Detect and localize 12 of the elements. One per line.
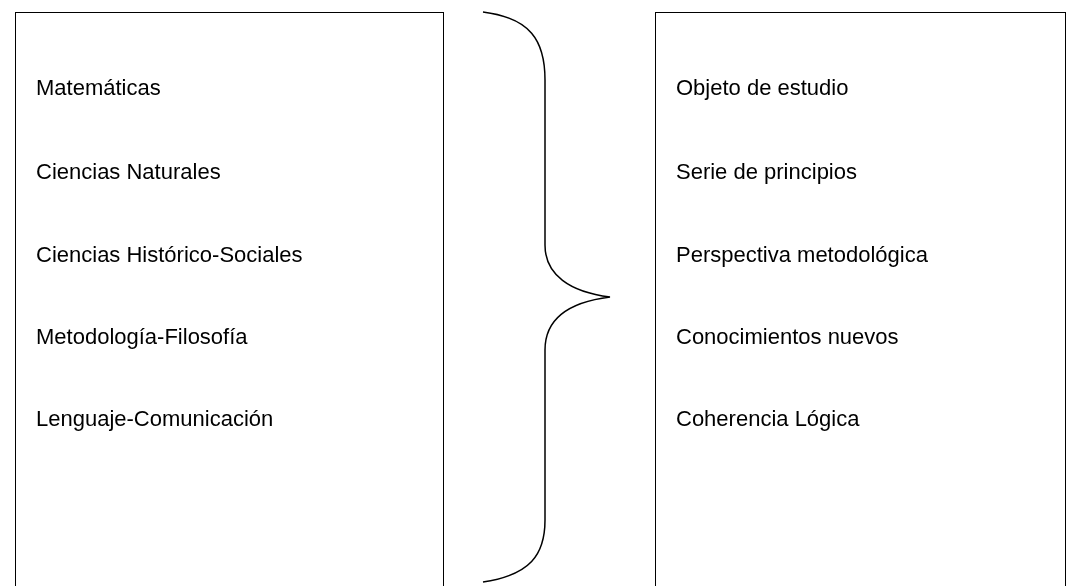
list-box [15,12,444,586]
item-label: Serie de principios [676,159,857,185]
item-label: Ciencias Naturales [36,159,221,185]
list-box [655,12,1066,586]
item-label: Perspectiva metodológica [676,242,928,268]
item-label: Coherencia Lógica [676,406,860,432]
item-label: Objeto de estudio [676,75,849,101]
item-label: Metodología-Filosofía [36,324,248,350]
item-label: Conocimientos nuevos [676,324,899,350]
item-label: Ciencias Histórico-Sociales [36,242,303,268]
item-label: Matemáticas [36,75,161,101]
item-label: Lenguaje-Comunicación [36,406,274,432]
